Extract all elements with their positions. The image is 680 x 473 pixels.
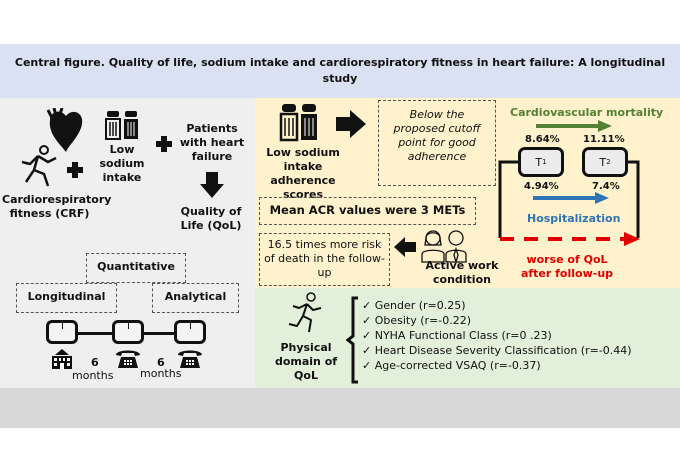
hospitalization-arrow-icon — [533, 192, 609, 204]
timepoint-1-clock-icon — [112, 320, 144, 344]
interval-1-number: 6 — [91, 356, 99, 369]
acr-box: Mean ACR values were 3 METs — [259, 197, 476, 225]
figure-title: Central figure. Quality of life, sodium … — [14, 56, 666, 85]
plus-icon — [156, 136, 172, 152]
timepoint-0-clock-icon — [46, 320, 78, 344]
qol-label: Quality of Life (QoL) — [180, 205, 242, 232]
cv-mortality-arrow-icon — [536, 120, 612, 132]
correlate-item: ✓ Age-corrected VSAQ (r=-0.37) — [362, 359, 541, 372]
interval-2-unit: months — [140, 367, 182, 380]
cutoff-box: Below the proposed cutoff point for good… — [378, 100, 496, 186]
correlate-item: ✓ Gender (r=0.25) — [362, 299, 466, 312]
sodium-label: Low sodium intake — [99, 143, 145, 184]
t1-label: T — [535, 155, 543, 169]
correlates-list: ✓ Gender (r=0.25) ✓ Obesity (r=-0.22) ✓ … — [362, 298, 632, 373]
arrow-down-icon — [200, 172, 224, 198]
arrow-right-icon — [336, 110, 366, 138]
plus-icon — [67, 162, 83, 178]
interval-1-unit: months — [72, 369, 114, 382]
interval-2-number: 6 — [157, 356, 165, 369]
analytical-box: Analytical — [152, 283, 239, 313]
cv-mortality-t1-value: 8.64% — [525, 134, 560, 145]
telephone-icon — [178, 350, 202, 368]
arrow-left-icon — [394, 237, 416, 257]
title-banner — [0, 44, 680, 98]
hospitalization-label: Hospitalization — [527, 212, 621, 225]
physical-domain-label: Physical domain of QoL — [274, 341, 338, 382]
outcomes-panel — [255, 98, 680, 288]
cv-mortality-label: Cardiovascular mortality — [510, 106, 664, 119]
t1-subscript: 1 — [542, 158, 547, 166]
physical-domain-panel — [255, 288, 680, 388]
crf-label: Cardiorespiratory fitness (CRF) — [2, 193, 112, 220]
patients-label: Patients with heart failure — [179, 122, 245, 163]
timepoint-2-clock-icon — [174, 320, 206, 344]
risk-box: 16.5 times more risk of death in the fol… — [259, 233, 390, 286]
worse-qol-label: worse of QoL after follow-up — [520, 253, 614, 280]
hospital-icon — [52, 349, 72, 369]
brace-icon — [346, 296, 358, 384]
correlate-item: ✓ Heart Disease Severity Classification … — [362, 344, 632, 357]
longitudinal-box: Longitudinal — [16, 283, 117, 313]
running-heart-icon — [21, 108, 83, 187]
correlate-item: ✓ NYHA Functional Class (r=0 .23) — [362, 329, 552, 342]
worse-qol-dashed-arrow-icon — [500, 232, 640, 246]
adherence-label: Low sodium intake adherence scores — [266, 146, 340, 201]
salt-shakers-icon — [105, 111, 138, 140]
t2-label: T — [599, 155, 607, 169]
hospitalization-t2-value: 7.4% — [592, 181, 620, 192]
quantitative-box: Quantitative — [86, 253, 186, 283]
salt-shakers-icon — [279, 104, 317, 142]
cv-mortality-t2-value: 11.11% — [583, 134, 625, 145]
work-condition-label: Active work condition — [425, 259, 499, 286]
telephone-icon — [116, 350, 140, 368]
runner-icon — [288, 292, 322, 333]
hospitalization-t1-value: 4.94% — [524, 181, 559, 192]
t2-subscript: 2 — [606, 158, 611, 166]
correlate-item: ✓ Obesity (r=-0.22) — [362, 314, 472, 327]
workers-icon — [421, 230, 467, 263]
qol-flow-connector — [498, 160, 640, 238]
footer-band — [0, 388, 680, 428]
